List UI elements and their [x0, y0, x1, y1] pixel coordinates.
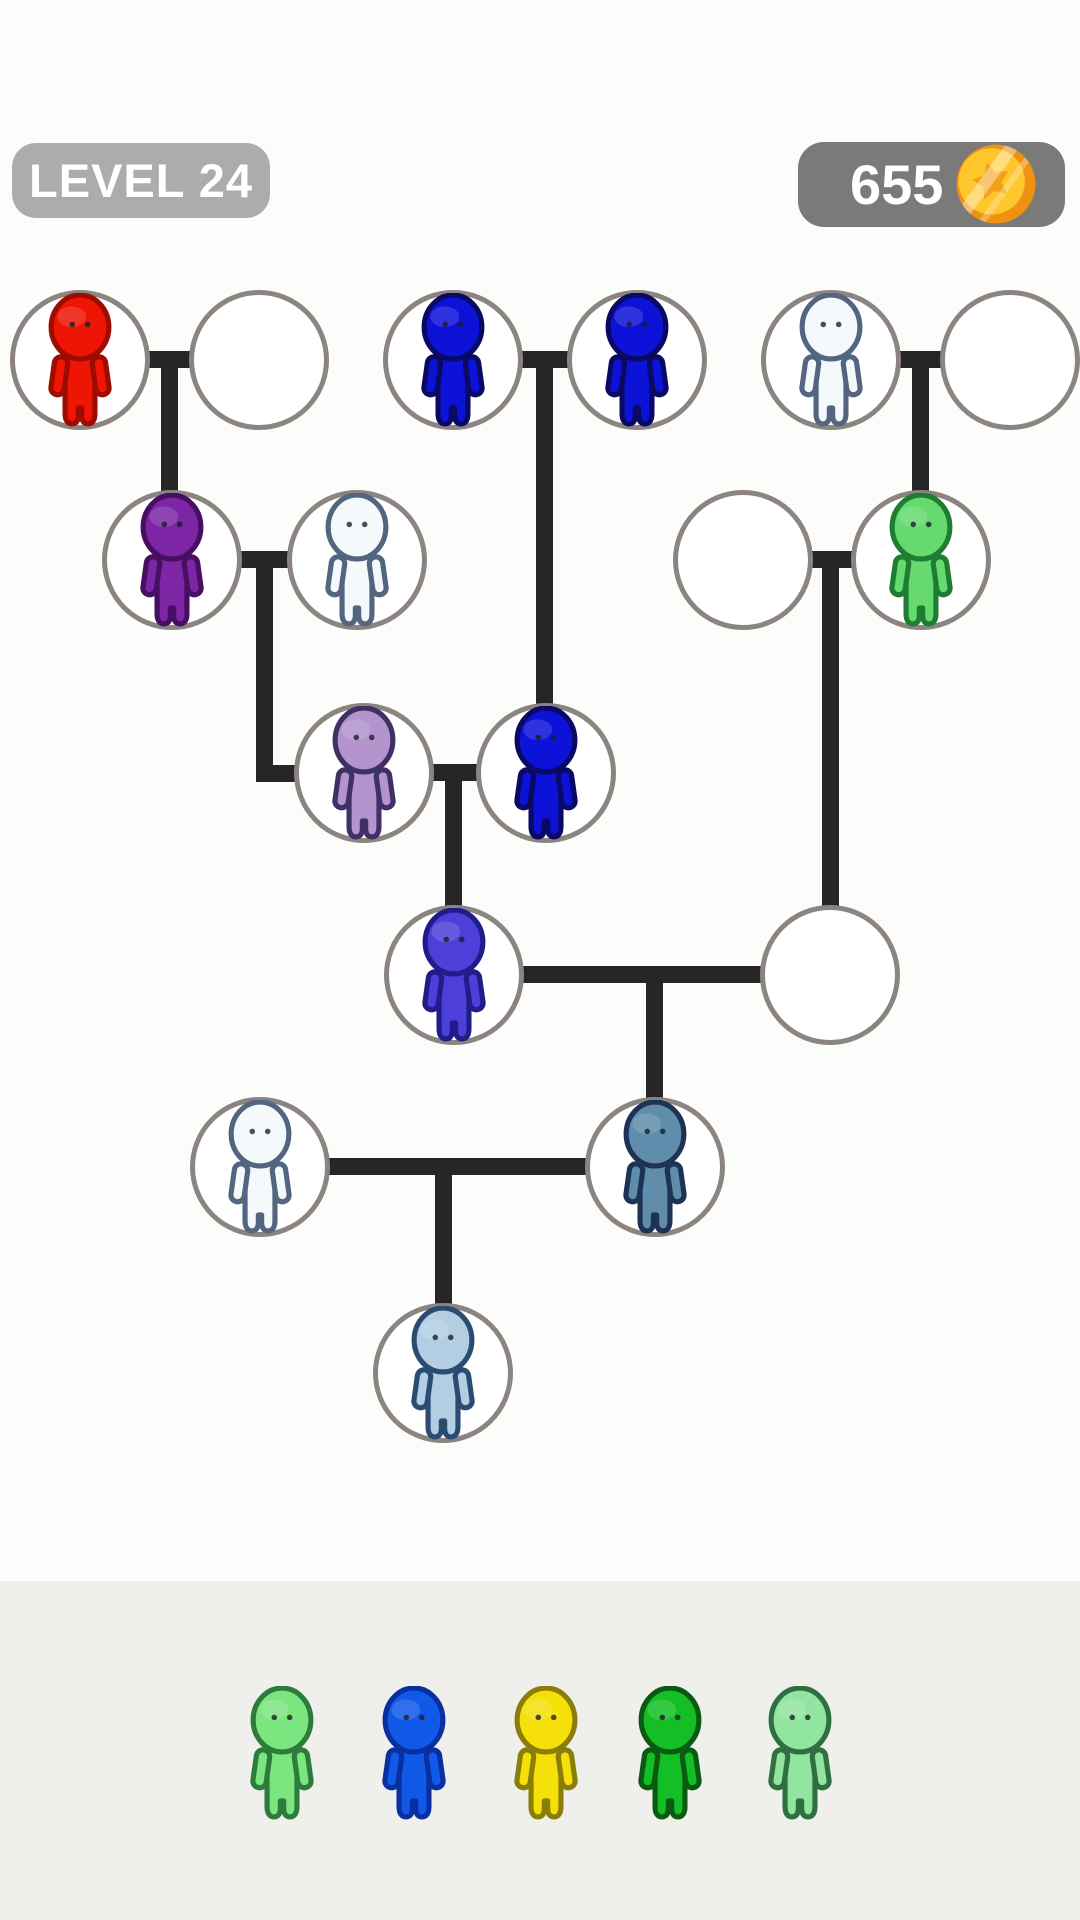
person-shape — [252, 1688, 312, 1817]
light-blue-figure[interactable] — [396, 1306, 490, 1440]
person-shape — [334, 708, 394, 837]
person-shape — [384, 1688, 444, 1817]
family-connector — [322, 1158, 593, 1175]
tray-pale-green-figure[interactable] — [753, 1686, 847, 1820]
person-shape — [230, 1102, 290, 1231]
person-shape — [423, 295, 483, 424]
deep-blue-figure[interactable] — [499, 706, 593, 840]
family-connector — [161, 351, 178, 492]
family-slot-row1-slot6[interactable] — [940, 290, 1080, 430]
family-slot-row2-slot3[interactable] — [673, 490, 813, 630]
white-figure[interactable] — [310, 493, 404, 627]
person-shape — [424, 910, 484, 1039]
tray-yellow-figure[interactable] — [499, 1686, 593, 1820]
person-shape — [625, 1102, 685, 1231]
red-figure[interactable] — [33, 293, 127, 427]
person-shape — [891, 495, 951, 624]
purple-figure[interactable] — [125, 493, 219, 627]
family-connector — [822, 551, 839, 907]
person-shape — [640, 1688, 700, 1817]
family-connector — [515, 966, 768, 983]
person-shape — [801, 295, 861, 424]
family-connector — [646, 966, 663, 1099]
person-shape — [516, 708, 576, 837]
person-shape — [50, 295, 110, 424]
person-shape — [142, 495, 202, 624]
white-figure[interactable] — [784, 293, 878, 427]
tray-light-green-figure[interactable] — [235, 1686, 329, 1820]
family-connector — [536, 351, 553, 705]
green-figure[interactable] — [874, 493, 968, 627]
level-badge: LEVEL 24 — [12, 143, 270, 218]
person-shape — [607, 295, 667, 424]
indigo-figure[interactable] — [407, 908, 501, 1042]
family-connector — [435, 1158, 452, 1305]
family-connector — [445, 764, 462, 907]
level-label: LEVEL 24 — [29, 154, 253, 207]
family-connector — [912, 351, 929, 492]
deep-blue-figure[interactable] — [406, 293, 500, 427]
white-figure[interactable] — [213, 1100, 307, 1234]
person-shape — [516, 1688, 576, 1817]
person-shape — [770, 1688, 830, 1817]
family-slot-row1-slot2[interactable] — [189, 290, 329, 430]
tray-green-figure[interactable] — [623, 1686, 717, 1820]
coin-icon — [956, 141, 1036, 224]
person-shape — [327, 495, 387, 624]
lilac-figure[interactable] — [317, 706, 411, 840]
steel-blue-figure[interactable] — [608, 1100, 702, 1234]
coin-count: 655 — [850, 153, 944, 216]
family-connector — [256, 765, 304, 782]
family-connector — [256, 551, 273, 782]
person-shape — [413, 1308, 473, 1437]
deep-blue-figure[interactable] — [590, 293, 684, 427]
tray-blue-figure[interactable] — [367, 1686, 461, 1820]
family-slot-row4-slot2[interactable] — [760, 905, 900, 1045]
